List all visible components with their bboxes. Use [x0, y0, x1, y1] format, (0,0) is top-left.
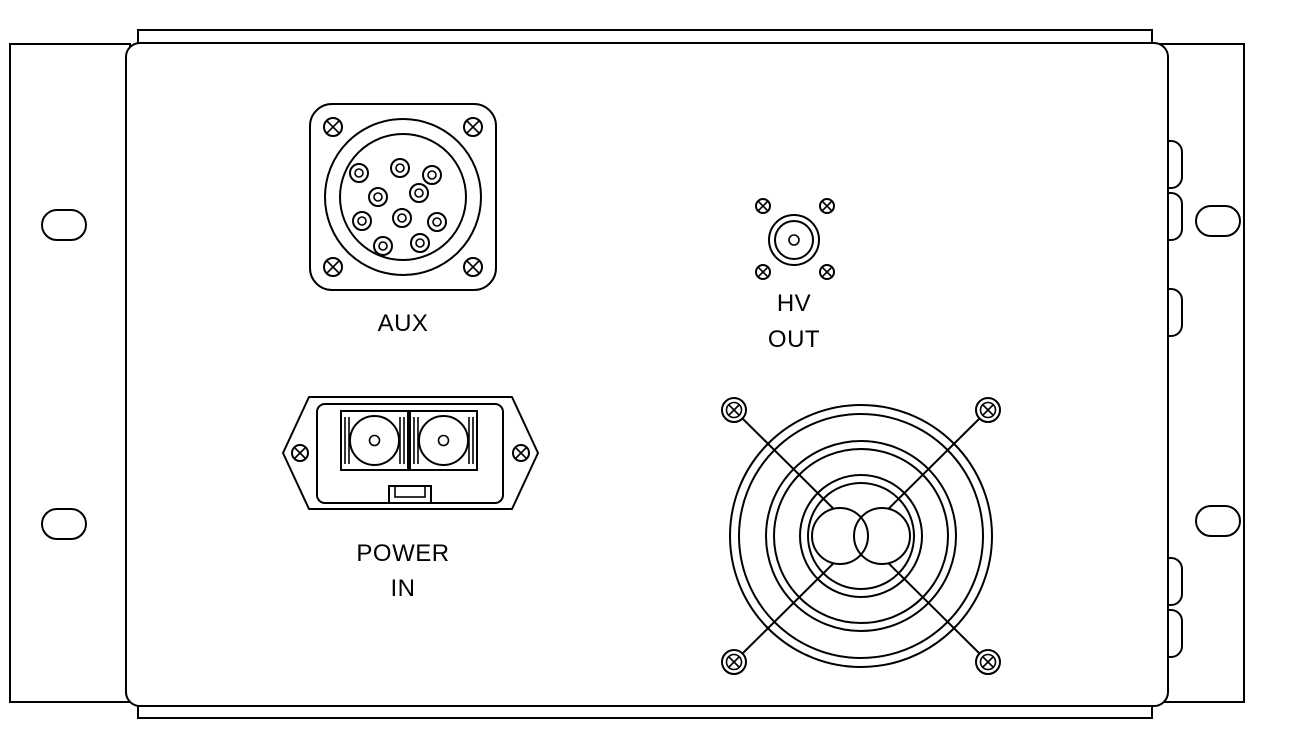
screw [755, 264, 771, 280]
mounting-slot [1195, 505, 1241, 537]
power-label-line2: IN [391, 575, 416, 602]
screw [721, 397, 747, 423]
power-label-line1: POWER [356, 540, 449, 567]
aux-pin [349, 163, 369, 183]
screw [512, 444, 530, 462]
aux-connector: AUX [309, 103, 497, 337]
aux-pin [390, 158, 410, 178]
fan-guard-ring [773, 448, 949, 624]
power-ground-tab [388, 485, 432, 504]
screw [463, 117, 483, 137]
mounting-slot [41, 209, 87, 241]
screw [819, 198, 835, 214]
screw [463, 257, 483, 277]
aux-pin [392, 208, 412, 228]
fan-guard-ring [729, 404, 993, 668]
fan-guard-ring [807, 482, 915, 590]
fan-grille [721, 397, 1001, 675]
hv-label-line2: OUT [768, 326, 820, 353]
left-mounting-bracket [9, 43, 131, 703]
mounting-slot [1195, 205, 1241, 237]
aux-pin [368, 187, 388, 207]
screw [975, 649, 1001, 675]
power-inlet: POWER IN [282, 396, 539, 602]
screw [975, 397, 1001, 423]
aux-pin [410, 233, 430, 253]
screw [721, 649, 747, 675]
aux-label: AUX [378, 310, 429, 337]
screw [755, 198, 771, 214]
chassis-top-edge [137, 29, 1153, 44]
screw [291, 444, 309, 462]
screw [323, 257, 343, 277]
mounting-slot [41, 508, 87, 540]
hv-connector-shell [768, 214, 820, 266]
screw [819, 264, 835, 280]
fan-guard-ring [765, 440, 957, 632]
panel-face [125, 42, 1169, 707]
fan-guard-ring [799, 474, 923, 598]
aux-pin [427, 212, 447, 232]
power-terminal-left [340, 410, 409, 471]
fan-guard-ring [738, 413, 984, 659]
aux-pin [409, 183, 429, 203]
hv-connector-ring [774, 220, 814, 260]
hv-out-connector: HV OUT [755, 198, 835, 353]
power-terminal-right [409, 410, 478, 471]
fan-hub [811, 507, 911, 565]
aux-pin [422, 165, 442, 185]
aux-flange [309, 103, 497, 291]
left-bracket-body [9, 43, 131, 703]
screw [323, 117, 343, 137]
aux-pin [373, 236, 393, 256]
aux-shell [324, 118, 482, 276]
aux-pin [352, 211, 372, 231]
hv-center-pin [788, 234, 800, 246]
aux-insert [339, 133, 467, 261]
hv-label-line1: HV [777, 290, 811, 317]
